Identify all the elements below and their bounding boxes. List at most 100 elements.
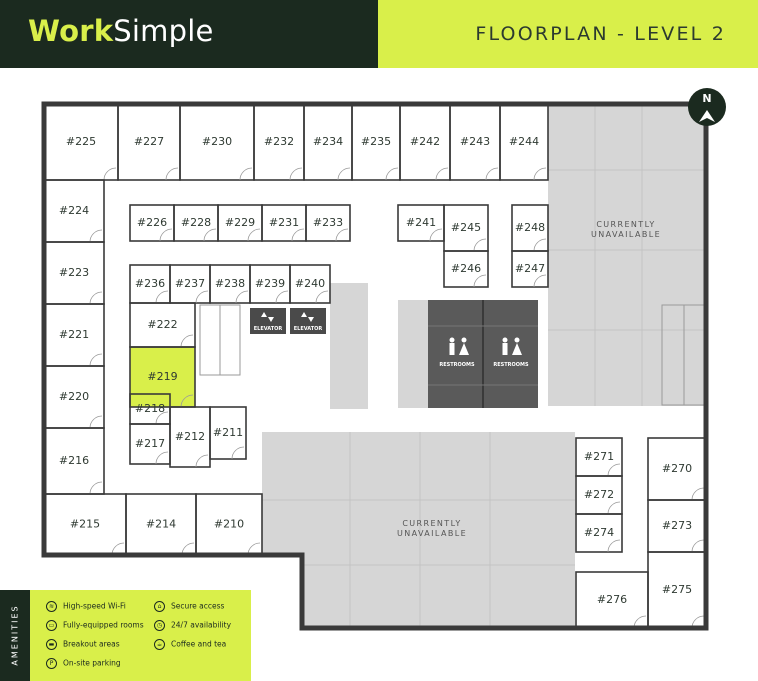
elevator-icon [261, 312, 314, 322]
room-211-outline[interactable] [209, 406, 247, 460]
door-icon [89, 481, 103, 495]
unavailable-strip [398, 300, 428, 408]
door-icon [155, 411, 169, 425]
room-label-244: #244 [509, 135, 539, 148]
room-label-240: #240 [295, 277, 325, 290]
room-label-231: #231 [269, 216, 299, 229]
room-label-235: #235 [361, 135, 391, 148]
lock-icon: ⌂ [154, 601, 165, 612]
room-label-219: #219 [147, 370, 177, 383]
room-label-270: #270 [662, 462, 692, 475]
door-icon [89, 415, 103, 429]
door-icon [180, 334, 194, 348]
amenity-label: Breakout areas [63, 639, 120, 649]
room-label-227: #227 [134, 135, 164, 148]
amenity-item: ⌂ Secure access [154, 601, 224, 612]
header-brand-bar: WorkSimple [0, 0, 378, 68]
room-label-236: #236 [135, 277, 165, 290]
door-icon [195, 290, 209, 304]
wifi-icon: ≋ [46, 601, 57, 612]
page-title: FLOORPLAN - LEVEL 2 [475, 23, 726, 45]
room-247-outline[interactable] [511, 250, 549, 288]
door-icon [533, 238, 547, 252]
amenities-panel: AMENITIES ≋High-speed Wi-Fi ⌂ Secure acce… [0, 590, 251, 681]
room-label-276: #276 [597, 593, 627, 606]
amenity-label: Secure access [171, 601, 225, 611]
room-label-212: #212 [175, 430, 205, 443]
door-icon [289, 167, 303, 181]
door-icon [155, 290, 169, 304]
room-label-226: #226 [137, 216, 167, 229]
door-icon [103, 167, 117, 181]
unavailable-areas [262, 104, 706, 628]
monitor-icon: ▭ [46, 620, 57, 631]
logo: WorkSimple [28, 14, 214, 48]
room-label-211: #211 [213, 426, 243, 439]
room-274-outline[interactable] [575, 513, 623, 553]
amenities-side-bar: AMENITIES [0, 590, 30, 681]
room-labels: #225#227#230#232#234#235#242#243#244#224… [59, 135, 692, 606]
amenity-item: ▬Breakout areas [46, 639, 120, 650]
amenity-label: On-site parking [63, 658, 121, 668]
room-233-outline[interactable] [305, 204, 351, 242]
room-label-222: #222 [147, 318, 177, 331]
restrooms-label-2: RESTROOMS [493, 362, 529, 368]
north-label: N [702, 92, 711, 105]
room-label-273: #273 [662, 519, 692, 532]
room-label-230: #230 [202, 135, 232, 148]
stair-area-center [330, 283, 368, 409]
unavailable-label-east-2: UNAVAILABLE [591, 230, 661, 239]
room-label-218: #218 [135, 402, 165, 415]
amenity-item: ≋High-speed Wi-Fi [46, 601, 126, 612]
room-label-221: #221 [59, 328, 89, 341]
logo-work: Work [28, 14, 114, 48]
door-icon [155, 451, 169, 465]
room-label-237: #237 [175, 277, 205, 290]
parking-icon: P [46, 658, 57, 669]
door-icon [607, 463, 621, 477]
room-label-241: #241 [406, 216, 436, 229]
coffee-icon: ☕ [154, 639, 165, 650]
room-label-271: #271 [584, 450, 614, 463]
header-title-bar: FLOORPLAN - LEVEL 2 [378, 0, 758, 68]
amenity-label: Coffee and tea [171, 639, 227, 649]
room-label-210: #210 [214, 518, 244, 531]
room-246-outline[interactable] [443, 250, 489, 288]
door-icon [473, 274, 487, 288]
door-icon [195, 454, 209, 468]
room-label-242: #242 [410, 135, 440, 148]
room-label-224: #224 [59, 204, 89, 217]
door-icon [291, 228, 305, 242]
door-icon [607, 501, 621, 515]
room-label-239: #239 [255, 277, 285, 290]
amenity-label: Fully-equipped rooms [63, 620, 144, 630]
amenity-item: P On-site parking [46, 658, 121, 669]
amenity-item: ▭ Fully-equipped rooms [46, 620, 144, 631]
room-label-245: #245 [451, 221, 481, 234]
room-label-248: #248 [515, 221, 545, 234]
logo-simple: Simple [113, 14, 214, 48]
door-icon [429, 228, 443, 242]
unavailable-label-south-1: CURRENTLY [402, 519, 461, 528]
room-219-highlight [130, 347, 195, 407]
amenity-item: ◷24/7 availability [154, 620, 231, 631]
door-icon [533, 274, 547, 288]
room-219-outline[interactable] [129, 346, 196, 408]
room-label-243: #243 [460, 135, 490, 148]
room-label-274: #274 [584, 526, 614, 539]
door-icon [159, 228, 173, 242]
elevator-label-2: ELEVATOR [294, 326, 323, 332]
unavailable-area-south [262, 432, 575, 628]
door-icon [691, 539, 705, 553]
room-label-275: #275 [662, 583, 692, 596]
door-icon [89, 291, 103, 305]
unavailable-label-east-1: CURRENTLY [596, 220, 655, 229]
room-label-234: #234 [313, 135, 343, 148]
room-240-outline[interactable] [289, 264, 331, 304]
room-label-216: #216 [59, 454, 89, 467]
door-icon [485, 167, 499, 181]
door-icon [473, 238, 487, 252]
north-arrow-icon: N [688, 88, 726, 126]
unavailable-area-east [548, 104, 706, 406]
